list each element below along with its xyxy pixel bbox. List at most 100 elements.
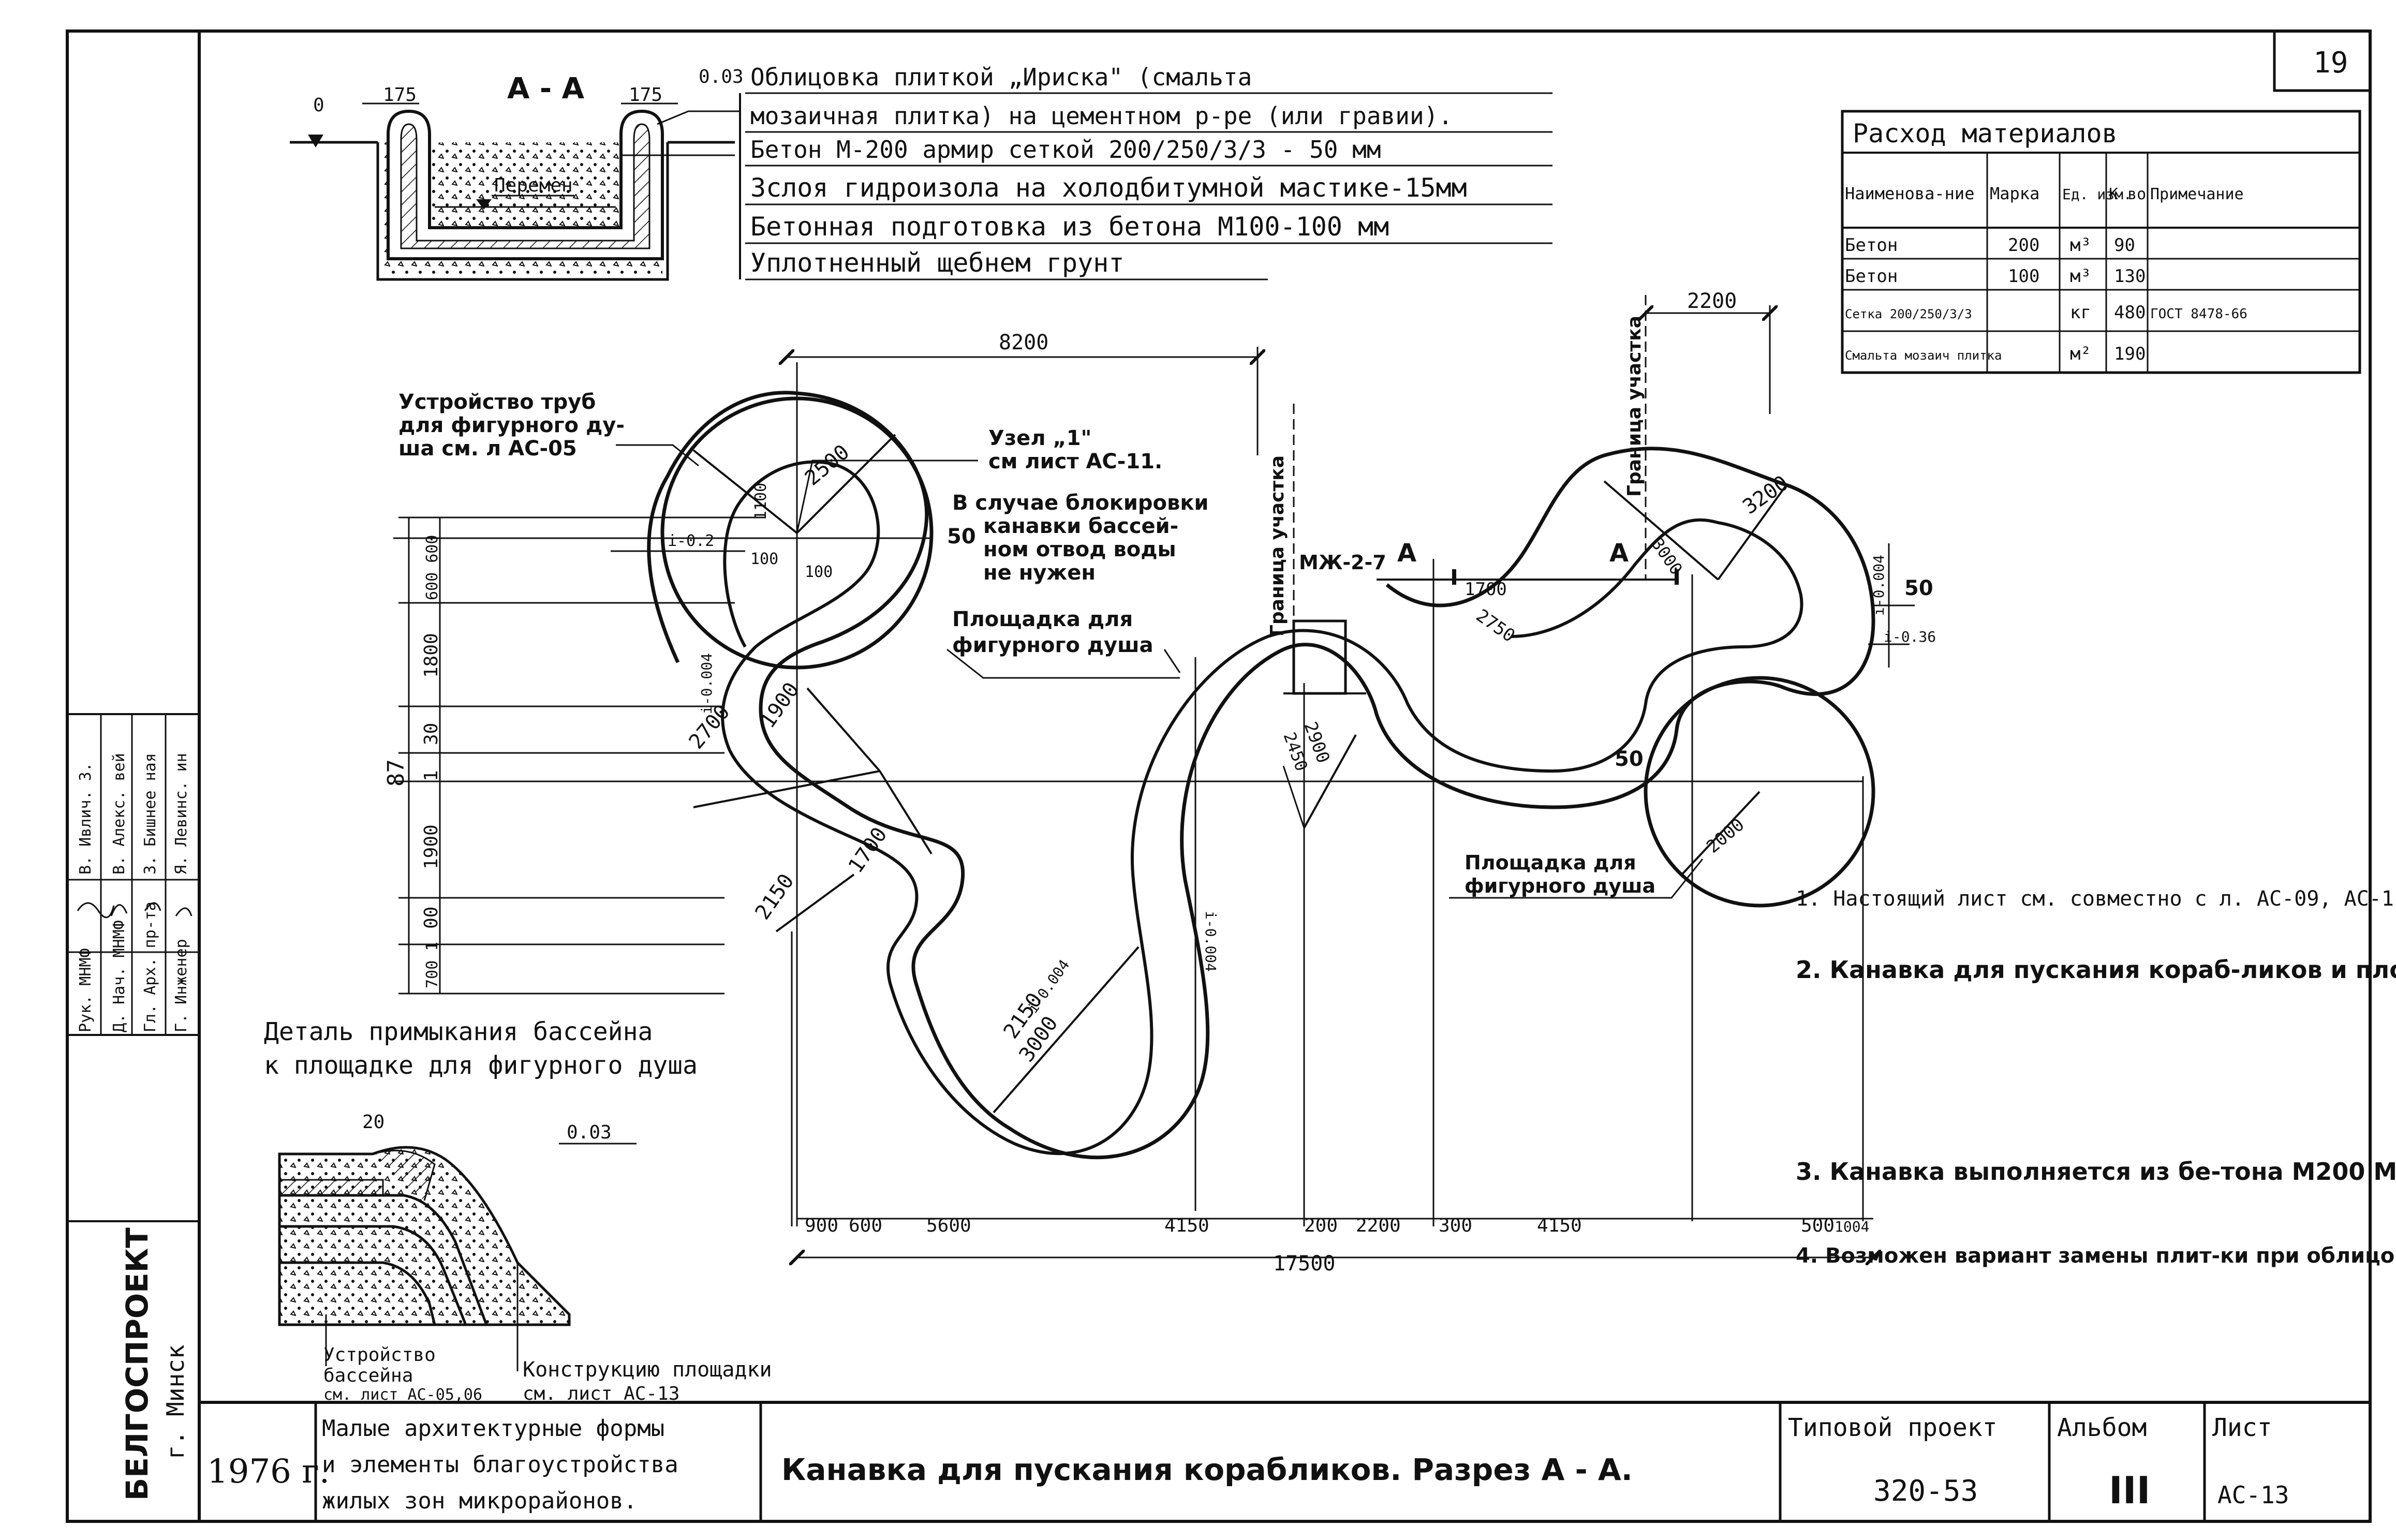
- sig-role: Гл. Арх. пр-та: [141, 901, 159, 1032]
- materials-cell: Смальта мозаич плитка: [1845, 348, 2002, 363]
- dim: 2200: [1356, 1215, 1401, 1236]
- section-label-peremen: Перемен: [494, 175, 573, 196]
- dim: 00: [421, 907, 442, 929]
- detail-label: см. лист АС-05,06: [323, 1386, 482, 1404]
- materials-cell: 480: [2114, 302, 2146, 323]
- materials-cell: Бетон: [1845, 235, 1898, 256]
- signature-block: Рук. МНМФ Д. Нач. МНМФ Гл. Арх. пр-та Г.…: [66, 713, 200, 1036]
- sig-name: З. Бишнее ная: [141, 753, 159, 875]
- shower-platform-2: [1644, 676, 1875, 908]
- dim: i-0.004: [1024, 956, 1073, 1016]
- plan-labels: Устройство труб для фигурного ду- ша см.…: [398, 316, 1655, 897]
- org-name: БЕЛГОСПРОЕКТ: [120, 1227, 155, 1501]
- sig-name: В. Алекс. вей: [110, 753, 128, 875]
- materials-cell: 90: [2114, 235, 2135, 256]
- dim: 1900: [421, 824, 442, 869]
- title-series: Малые архитектурные формы: [322, 1415, 664, 1442]
- album-label: Альбом: [2057, 1413, 2147, 1442]
- layer-label: Бетон М-200 армир сеткой 200/250/3/3 - 5…: [750, 136, 1381, 164]
- label-pipes: для фигурного ду-: [398, 413, 625, 437]
- dim: 100: [750, 550, 778, 568]
- project-label: Типовой проект: [1788, 1413, 1998, 1442]
- detail-dim: 0.03: [567, 1122, 612, 1143]
- dim: 600 600: [423, 535, 441, 600]
- materials-table: Расход материалов Наименова-ние Марка Ед…: [1841, 110, 2361, 374]
- materials-cell: ГОСТ 8478-66: [2150, 306, 2247, 322]
- dim: 700 1: [423, 942, 441, 988]
- dim: 1700: [844, 823, 892, 877]
- materials-title: Расход материалов: [1853, 119, 2118, 149]
- label-platform: Площадка для: [952, 608, 1133, 631]
- sig-role: Г. Инженер: [172, 939, 190, 1032]
- note: 1. Настоящий лист см. совместно с л. АС-…: [1796, 887, 2396, 911]
- label-platform: Площадка для: [1465, 851, 1636, 874]
- dim: 4150: [1537, 1215, 1582, 1236]
- project-value: 320-53: [1873, 1474, 1978, 1508]
- org-block: БЕЛГОСПРОЕКТ г. Минск: [67, 1220, 199, 1501]
- note: 3. Канавка выполняется из бе-тона М200 М…: [1796, 1158, 2396, 1186]
- label-boundary: Граница участка: [1624, 316, 1645, 497]
- page-number: 19: [2313, 46, 2348, 80]
- label-platform: фигурного душа: [952, 633, 1153, 657]
- materials-cell: 200: [2008, 235, 2039, 256]
- section-dim: 175: [629, 84, 662, 106]
- sig-role: Д. Нач. МНМФ: [110, 920, 128, 1032]
- dim: 50: [1904, 576, 1933, 600]
- dim: 8200: [999, 331, 1048, 354]
- dim: 87: [383, 759, 409, 787]
- dim: i-0.36: [1884, 628, 1936, 645]
- dim: 1700: [1465, 579, 1507, 600]
- dim: 2000: [1703, 815, 1748, 857]
- dim: 300: [1439, 1215, 1472, 1236]
- drawing-title: Канавка для пускания корабликов. Разрез …: [781, 1452, 1633, 1487]
- label-pipes: ша см. л АС-05: [398, 437, 577, 461]
- note: 4. Возможен вариант замены плит-ки при о…: [1796, 1244, 2396, 1268]
- dim: i-0.004: [1870, 555, 1887, 616]
- materials-header: К во: [2109, 185, 2146, 203]
- album-value: III: [2109, 1469, 2150, 1512]
- materials-cell: 130: [2114, 266, 2146, 287]
- layer-label: 3слоя гидроизола на холодбитумной мастик…: [750, 173, 1467, 203]
- label-block: не нужен: [983, 561, 1096, 585]
- dim: 500: [1801, 1215, 1835, 1236]
- dim: 1100: [752, 483, 770, 520]
- dim: 2150: [751, 869, 799, 924]
- materials-header: Ед. изм.: [2062, 186, 2132, 203]
- materials-cell: Бетон: [1845, 266, 1898, 287]
- dim: 4150: [1164, 1215, 1209, 1236]
- org-city: г. Минск: [161, 1344, 189, 1459]
- materials-header: Наименова-ние: [1845, 184, 1974, 203]
- detail-title: Деталь примыкания бассейна: [264, 1017, 653, 1046]
- sheet-label: Лист: [2212, 1413, 2272, 1442]
- materials-cell: Сетка 200/250/3/3: [1845, 307, 1972, 321]
- dim: 100: [805, 563, 833, 581]
- label-section-mark: А: [1609, 539, 1629, 568]
- detail-label: Устройство: [323, 1344, 436, 1366]
- plan-drawing: [393, 295, 1915, 1257]
- detail-label: см. лист АС-13: [523, 1383, 679, 1404]
- dim: 3000: [1647, 535, 1686, 579]
- layer-label: Уплотненный щебнем грунт: [750, 248, 1124, 278]
- note: 2. Канавка для пускания кораб-ликов и пл…: [1796, 956, 2396, 984]
- section-title: А - А: [507, 72, 585, 106]
- detail-title: к площадке для фигурного душа: [264, 1051, 698, 1080]
- detail-label: Конструкцию площадки: [523, 1358, 772, 1382]
- sig-name: В. Ивлич. З.: [77, 762, 95, 875]
- section-dim: 0.03: [699, 66, 744, 87]
- dim: i-0.2: [668, 532, 714, 550]
- signature-scribbles: [77, 902, 193, 919]
- dim: 900: [805, 1215, 838, 1236]
- materials-cell: 100: [2008, 266, 2039, 287]
- detail-dim: 20: [362, 1112, 384, 1133]
- page-number-box: 19: [2273, 29, 2372, 92]
- title-series: жилых зон микрорайонов.: [322, 1488, 637, 1514]
- layer-label: мозаичная плитка) на цементном р-ре (или…: [750, 102, 1453, 130]
- materials-header: Примечание: [2150, 185, 2244, 203]
- dim: 50: [947, 525, 976, 549]
- layer-callouts: Облицовка плиткой „Ириска" (смальта моза…: [739, 63, 1552, 280]
- label-block: ном отвод воды: [983, 538, 1176, 561]
- title-year: 1976 г.: [207, 1453, 330, 1491]
- label-section-mark: А: [1397, 539, 1416, 568]
